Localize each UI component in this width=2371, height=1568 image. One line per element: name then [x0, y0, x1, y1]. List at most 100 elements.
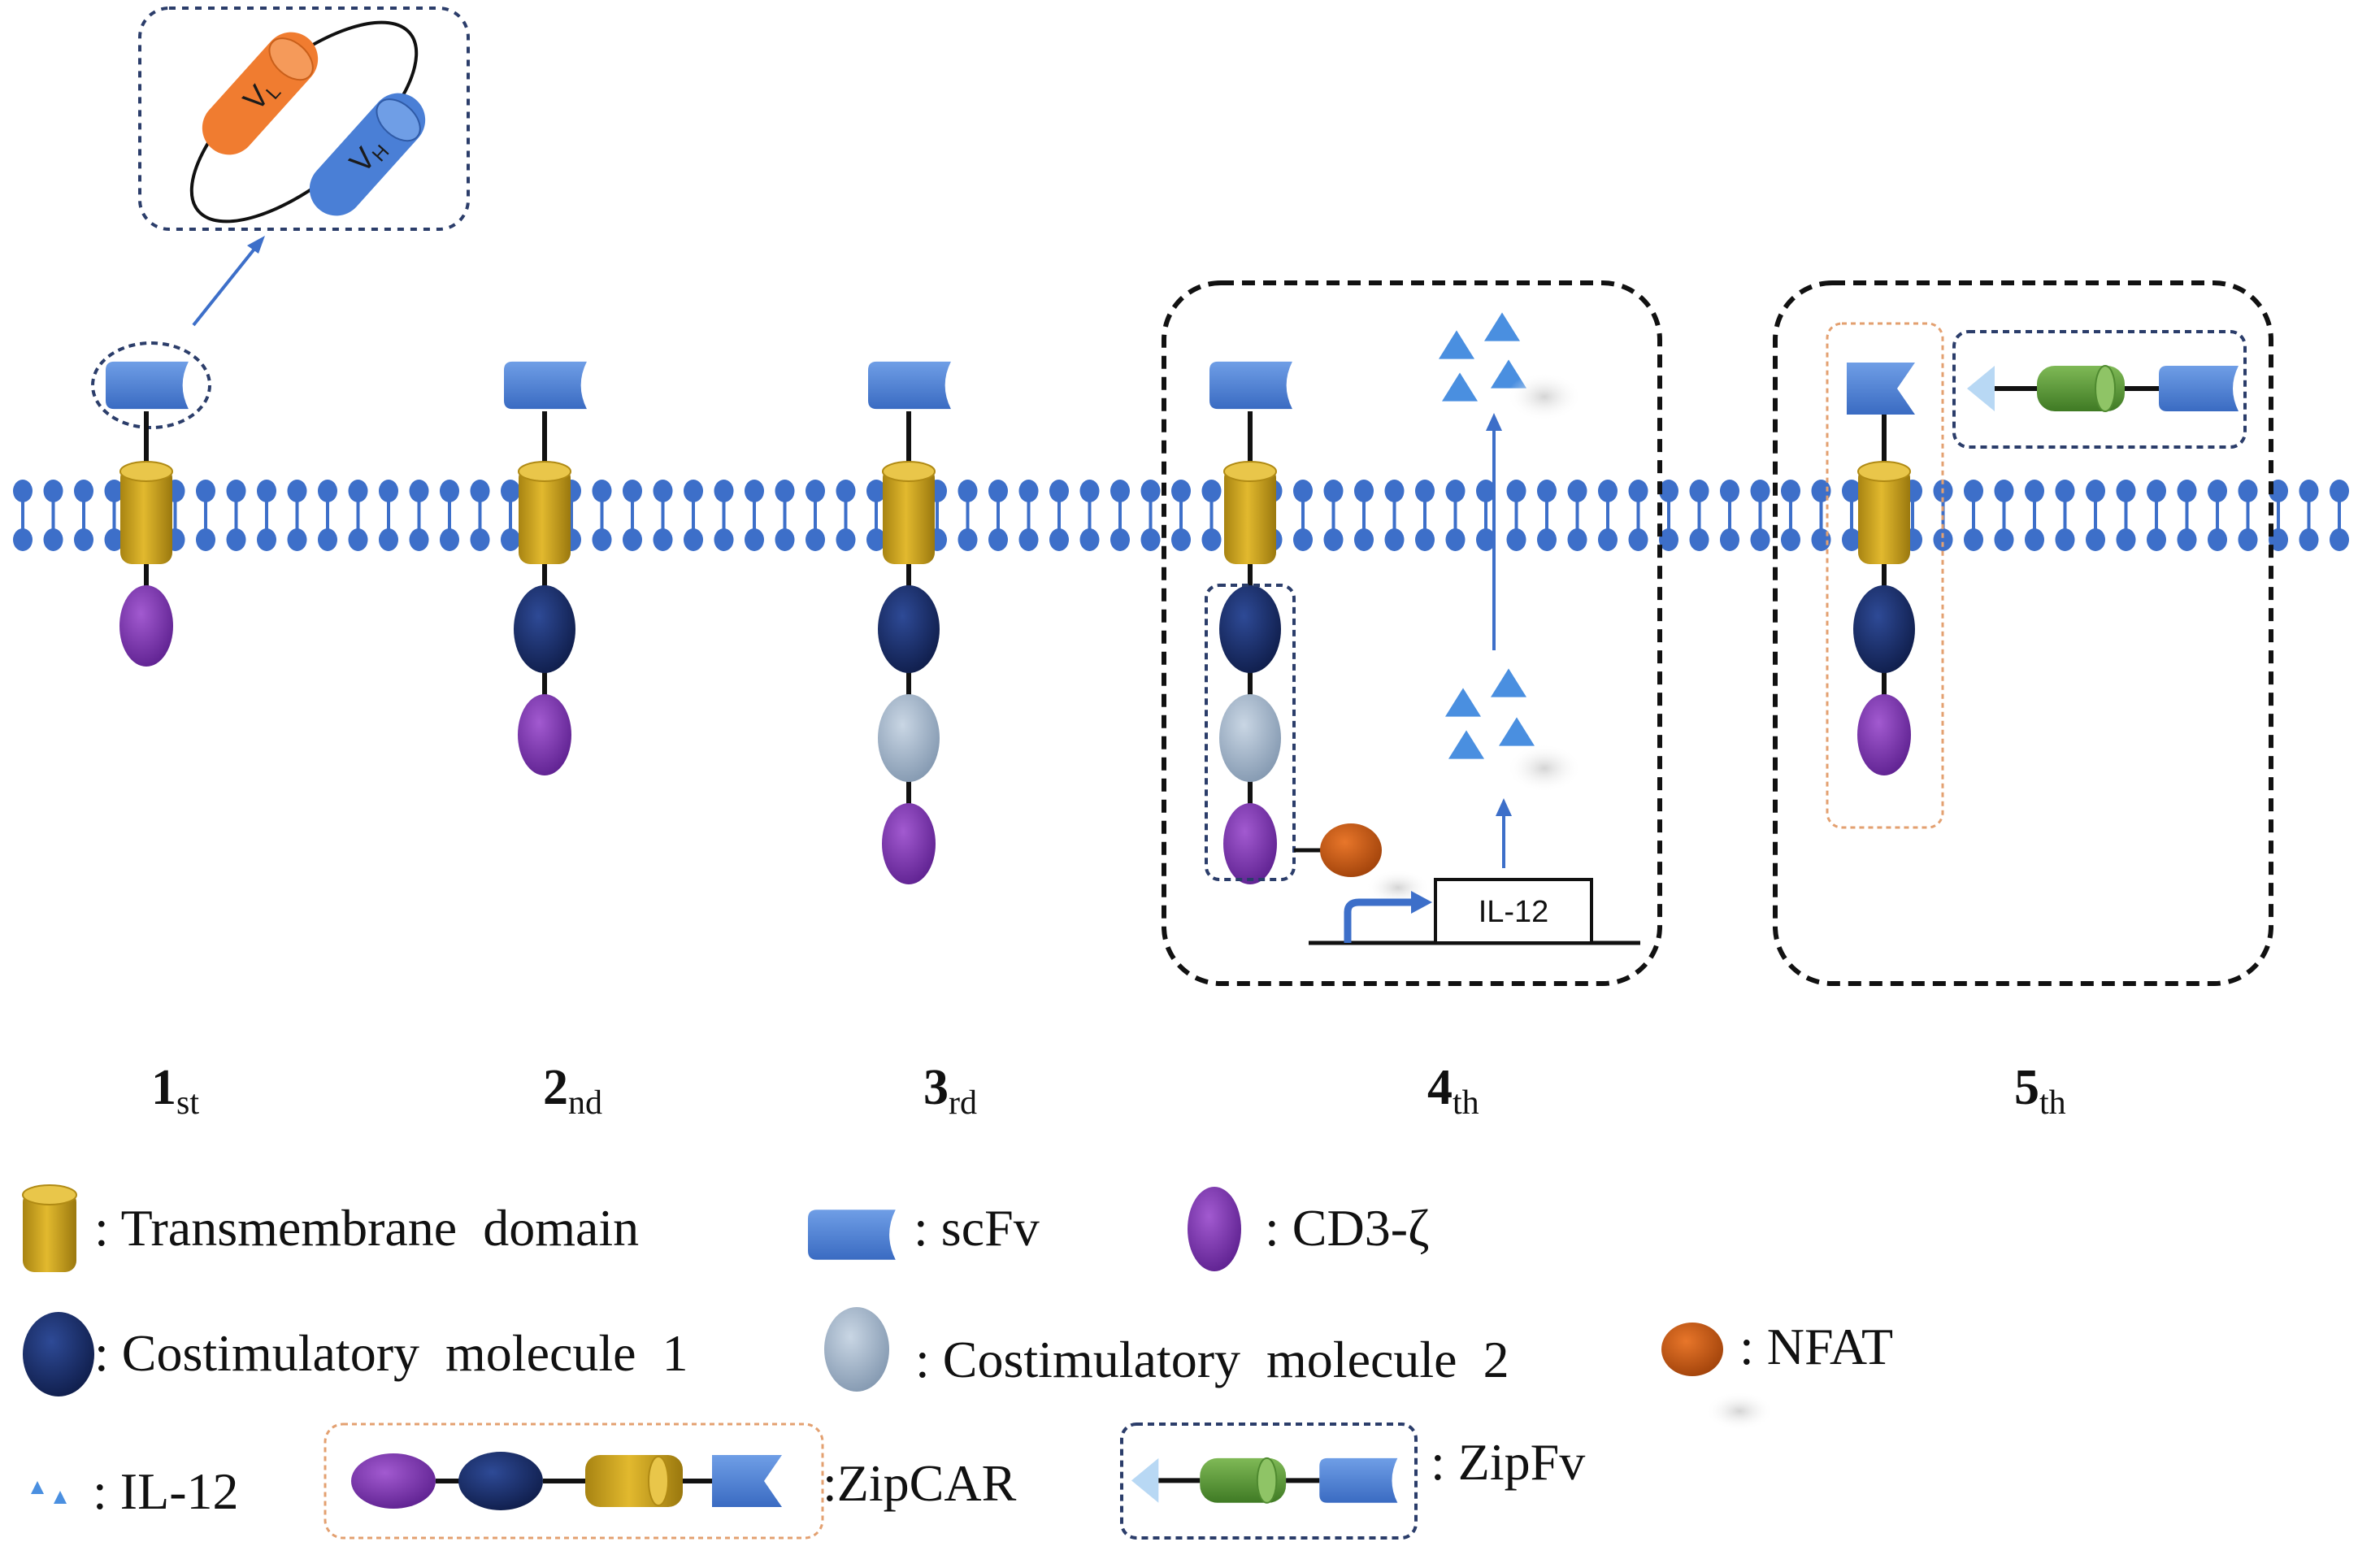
lipid-head [1750, 480, 1770, 502]
lipid-head [653, 528, 673, 551]
transmembrane-domain [1224, 467, 1276, 564]
costimulatory-molecule-2 [1219, 694, 1281, 782]
lipid-head [196, 528, 215, 551]
lipid-head [13, 528, 33, 551]
lipid-head [2208, 528, 2227, 551]
generation-label-3: 3rd [923, 1060, 977, 1122]
legend-il12-label: : IL-12 [93, 1462, 239, 1520]
lipid-head [2086, 528, 2105, 551]
lipid-head [745, 480, 764, 502]
lipid-head [623, 480, 642, 502]
generation-label-4: 4th [1427, 1060, 1479, 1122]
lipid-head [1750, 528, 1770, 551]
lipid-head [1720, 480, 1739, 502]
scfv [106, 361, 189, 410]
costimulatory-molecule-2 [878, 694, 940, 782]
legend-cd3-label: : CD3-ζ [1265, 1199, 1430, 1257]
legend-zipfv-box [1120, 1422, 1418, 1540]
lipid-head [988, 528, 1008, 551]
lipid-head [1110, 528, 1130, 551]
lipid-head [1964, 528, 1983, 551]
lipid-head [1384, 480, 1405, 502]
lipid-head [2055, 528, 2075, 551]
scfv [1209, 361, 1292, 410]
lipid-head [2299, 480, 2319, 502]
lipid-head [1842, 480, 1861, 502]
lipid-head [1689, 480, 1709, 502]
zipcar-costim [458, 1452, 543, 1510]
lipid-head [2208, 480, 2227, 502]
lipid-head [1567, 528, 1587, 551]
lipid-head [2177, 528, 2197, 551]
vl-domain: VL [202, 32, 319, 155]
lipid-head [1049, 480, 1069, 502]
lipid-head [684, 528, 703, 551]
generation-label-1: 1st [151, 1060, 199, 1122]
lipid-head [74, 480, 93, 502]
lipid-head [2055, 480, 2075, 502]
lipid-head [2025, 528, 2044, 551]
lipid-head [1201, 528, 1222, 551]
lipid-head [2330, 528, 2349, 551]
cd3-zeta [1223, 803, 1277, 884]
lipid-head [1293, 480, 1313, 502]
lipid-head [1964, 480, 1983, 502]
lipid-head [1994, 528, 2014, 551]
lipid-head [1293, 528, 1313, 551]
lipid-head [1171, 480, 1191, 502]
costimulatory-molecule-1 [1853, 585, 1915, 673]
cd3-zeta [119, 585, 173, 667]
lipid-head [1506, 528, 1526, 551]
lipid-head [1445, 528, 1466, 551]
lipid-head [348, 480, 368, 502]
lipid-head [2330, 480, 2349, 502]
legend-transmembrane-icon [22, 1184, 77, 1272]
cd3-zeta [518, 694, 571, 775]
lipid-head [958, 528, 978, 551]
lipid-head [836, 528, 856, 551]
zipfv-scfv [2159, 366, 2239, 411]
lipid-head [1781, 480, 1800, 502]
lipid-head [440, 528, 459, 551]
lipid-head [1323, 528, 1344, 551]
lipid-head [775, 480, 795, 502]
lipid-head [1842, 528, 1861, 551]
lipid-head [409, 480, 429, 502]
lipid-head [1506, 480, 1526, 502]
legend-il12-icon [31, 1481, 67, 1504]
gen4-box [1162, 280, 1662, 986]
lipid-head [1323, 480, 1344, 502]
lipid-head [501, 528, 520, 551]
lipid-head [1476, 480, 1496, 502]
il12-triangle [1439, 330, 1474, 359]
scfv-flag [1847, 363, 1915, 415]
generation-label-2: 2nd [543, 1060, 602, 1122]
lipid-head [1628, 480, 1648, 502]
lipid-head [470, 528, 490, 551]
lipid-head [653, 480, 673, 502]
lipid-head [2025, 480, 2044, 502]
legend-scfv-icon [808, 1210, 896, 1260]
lipid-head [714, 528, 734, 551]
promoter-arrow [1344, 898, 1416, 943]
nfat-molecule [1320, 823, 1382, 877]
il12-triangle [1484, 312, 1520, 341]
gen4-signaling-box [1205, 584, 1296, 881]
il12-molecules [1439, 312, 1535, 759]
lipid-head [257, 480, 276, 502]
zipcar-scfv [712, 1455, 782, 1507]
lipid-head [745, 528, 764, 551]
il12-triangle [1491, 668, 1526, 697]
lipid-head [379, 528, 398, 551]
lipid-head [1933, 528, 1953, 551]
lipid-head [74, 528, 93, 551]
legend-cd3-icon [1188, 1187, 1241, 1271]
lipid-head [2086, 480, 2105, 502]
lipid-head [1201, 480, 1222, 502]
transmembrane-domain [120, 467, 172, 564]
lipid-head [196, 480, 215, 502]
lipid-head [866, 528, 886, 551]
legend-transmembrane-label: : Transmembrane domain [94, 1199, 639, 1257]
gen5-box [1773, 280, 2273, 986]
